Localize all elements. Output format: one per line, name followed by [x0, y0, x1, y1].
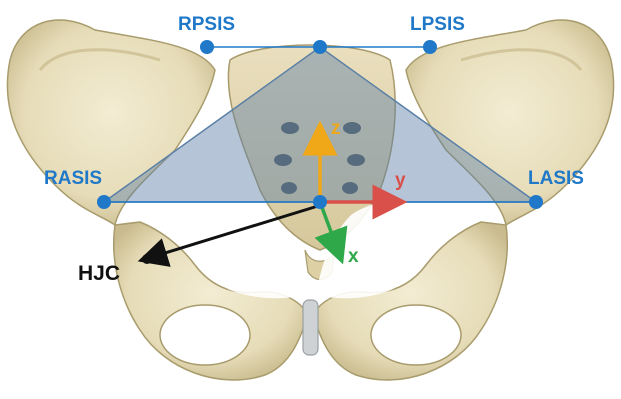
hjc-point — [142, 254, 152, 264]
lasis-point — [529, 195, 543, 209]
left-obturator-foramen — [371, 305, 461, 365]
rpsis-label: RPSIS — [178, 14, 235, 35]
rasis-point — [97, 195, 111, 209]
pubic-symphysis — [303, 300, 318, 355]
rpsis-point — [200, 40, 214, 54]
lpsis-point — [423, 40, 437, 54]
hjc-label: HJC — [78, 262, 120, 285]
lasis-label: LASIS — [528, 168, 584, 189]
origin-point — [313, 195, 327, 209]
rasis-label: RASIS — [44, 168, 102, 189]
x-axis-label: x — [348, 246, 359, 267]
z-axis-label: z — [331, 118, 341, 139]
y-axis-label: y — [395, 170, 406, 191]
right-obturator-foramen — [160, 305, 250, 365]
lpsis-label: LPSIS — [410, 14, 465, 35]
sacral-point — [313, 40, 327, 54]
